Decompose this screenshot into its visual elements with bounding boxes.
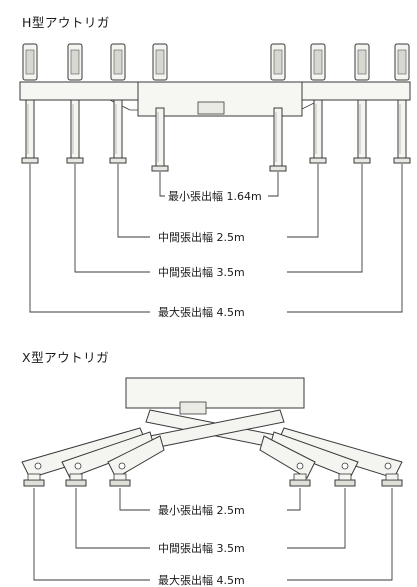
h-dim-line-mid1 — [287, 164, 319, 238]
x-dim-line-min — [287, 488, 301, 511]
h-dim-line-max — [29, 164, 150, 313]
x-pad — [23, 473, 45, 487]
h-jack — [21, 99, 39, 164]
h-dim-label: 最大張出幅 4.5m — [158, 305, 245, 319]
h-cylinder — [22, 43, 38, 81]
x-center-plate — [179, 401, 207, 415]
x-outrigger-title: X型アウトリガ — [22, 350, 110, 365]
h-dim-line-mid1 — [117, 164, 150, 238]
x-body — [125, 377, 305, 409]
h-jack — [309, 99, 327, 164]
h-dim-line-min — [268, 172, 279, 197]
h-dim-line-max — [287, 164, 403, 313]
h-jack — [151, 107, 169, 172]
x-dim-line-max — [33, 488, 150, 581]
h-jack — [66, 99, 84, 164]
h-cylinder — [354, 43, 370, 81]
h-cylinder — [310, 43, 326, 81]
h-dim-label: 最小張出幅 1.64m — [168, 189, 262, 203]
h-cylinder — [67, 43, 83, 81]
x-dim-label: 最大張出幅 4.5m — [158, 573, 245, 587]
h-center-plate — [197, 101, 225, 115]
h-outrigger-title: H型アウトリガ — [22, 15, 110, 30]
h-outrigger-figure: 最小張出幅 1.64m 中間張出幅 2.5m 中間張出幅 3.5m 最大張出幅 … — [19, 43, 411, 319]
h-dim-label: 中間張出幅 2.5m — [158, 230, 245, 244]
x-pad — [334, 473, 356, 487]
h-cylinder — [110, 43, 126, 81]
h-jack — [109, 99, 127, 164]
h-cylinder — [394, 43, 410, 81]
x-dim-line-max — [287, 488, 393, 581]
x-dim-label: 最小張出幅 2.5m — [158, 503, 245, 517]
x-dim-line-mid — [287, 488, 346, 549]
h-jack — [393, 99, 411, 164]
x-pad — [381, 473, 403, 487]
x-pad — [109, 473, 131, 487]
h-dim-label: 中間張出幅 3.5m — [158, 265, 245, 279]
h-jack — [353, 99, 371, 164]
h-cylinder — [152, 43, 168, 81]
x-dim-line-mid — [75, 488, 150, 549]
h-cylinder — [270, 43, 286, 81]
h-dim-line-mid2 — [74, 164, 150, 273]
h-dim-line-min — [159, 172, 165, 197]
x-dim-line-min — [119, 488, 150, 511]
h-jack — [269, 107, 287, 172]
x-dim-label: 中間張出幅 3.5m — [158, 541, 245, 555]
x-outrigger-figure: 最小張出幅 2.5m 中間張出幅 3.5m 最大張出幅 4.5m — [21, 377, 403, 587]
h-dim-line-mid2 — [287, 164, 363, 273]
